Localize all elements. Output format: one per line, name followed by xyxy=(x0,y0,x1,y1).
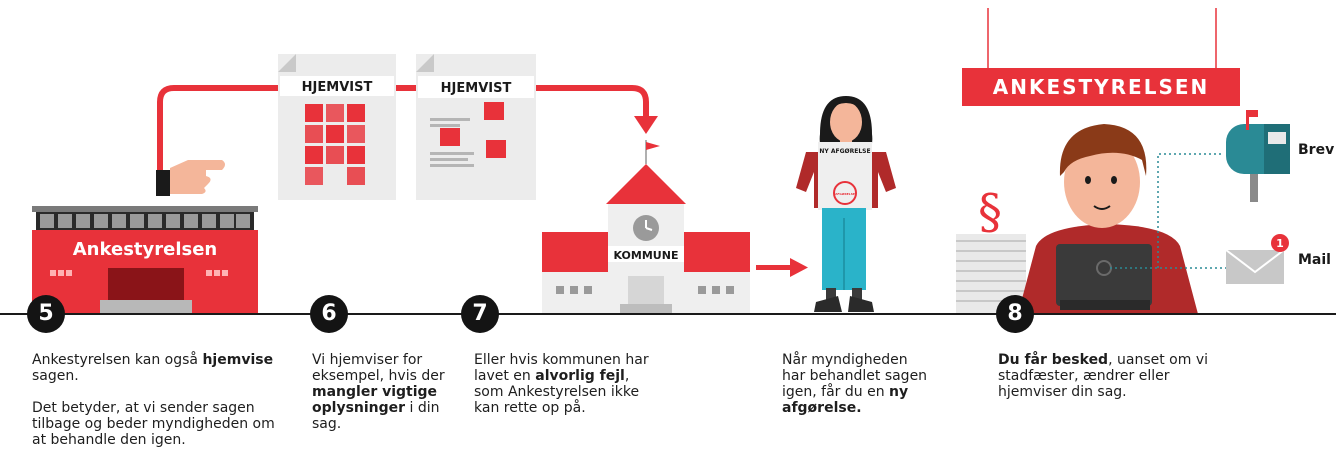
connector-lines xyxy=(1110,153,1228,269)
mail-badge: 1 xyxy=(1276,237,1284,250)
step-number-7: 7 xyxy=(461,295,499,333)
step-7-description: Eller hvis kommunen har lavet en alvorli… xyxy=(474,352,649,416)
puzzle-pieces xyxy=(305,104,365,185)
citizen-figure: NY AFGØRELSE AFGØRELSE xyxy=(796,96,896,312)
arrow-right-icon xyxy=(756,258,808,277)
stamp-label: AFGØRELSE xyxy=(835,191,855,196)
kommune-label: KOMMUNE xyxy=(614,249,679,262)
mailbox-icon xyxy=(1226,110,1290,202)
ankestyrelsen-banner: ANKESTYRELSEN xyxy=(962,8,1240,106)
paper-label: NY AFGØRELSE xyxy=(819,148,870,155)
step-number-6: 6 xyxy=(310,295,348,333)
step-6-description: Vi hjemviser for eksempel, hvis der mang… xyxy=(312,352,445,432)
step-8-description: Du får besked, uanset om vi stadfæster, … xyxy=(998,352,1208,400)
new-decision-description: Når myndigheden har behandlet sagen igen… xyxy=(782,352,928,416)
step-number-8: 8 xyxy=(996,295,1034,333)
step-number-5: 5 xyxy=(27,295,65,333)
doc-label-2: HJEMVIST xyxy=(441,81,512,96)
banner-label: ANKESTYRELSEN xyxy=(993,75,1210,99)
brev-label: Brev xyxy=(1298,142,1334,158)
kommune-building: KOMMUNE xyxy=(542,140,750,314)
hjemvist-document-errors: HJEMVIST xyxy=(416,54,536,200)
return-arrow xyxy=(157,85,658,178)
mail-envelope-icon: 1 xyxy=(1225,234,1289,284)
hjemvist-document-puzzle: HJEMVIST xyxy=(278,54,396,200)
mail-label: Mail xyxy=(1298,252,1331,268)
doc-label-1: HJEMVIST xyxy=(302,80,373,95)
ankestyrelsen-building: Ankestyrelsen xyxy=(32,206,258,314)
pointing-hand-icon xyxy=(156,160,225,196)
building-sign: Ankestyrelsen xyxy=(73,239,217,260)
paragraph-icon: § xyxy=(978,184,1002,240)
caseworker-figure xyxy=(1018,124,1198,314)
step-5-description: Ankestyrelsen kan også hjemvise sagen. D… xyxy=(32,352,275,448)
